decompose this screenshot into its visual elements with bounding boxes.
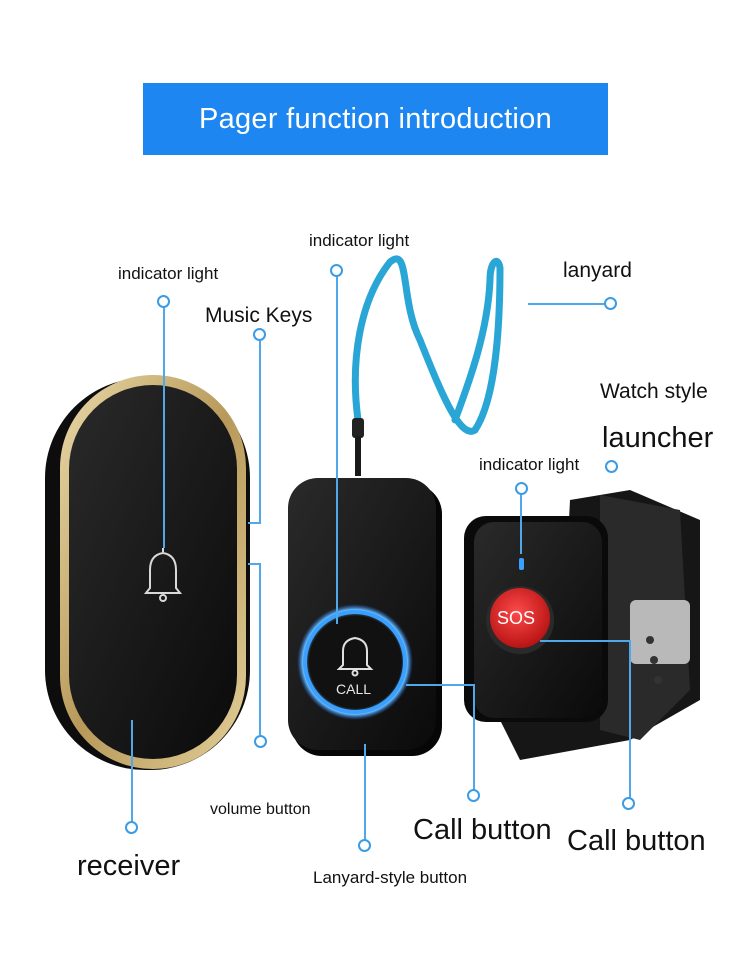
leader-lanyard — [528, 303, 604, 305]
callout-receiver-indicator — [157, 295, 170, 308]
leader-receiver — [131, 720, 133, 822]
label-volume-button: volume button — [210, 801, 311, 818]
leader-call-watch-v — [629, 640, 631, 800]
lanyard-cord — [355, 436, 361, 476]
callout-watch-launcher — [605, 460, 618, 473]
label-call-button-watch: Call button — [567, 825, 706, 857]
callout-call-watch — [622, 797, 635, 810]
watch-buckle — [630, 600, 690, 664]
callout-lanyard-button — [358, 839, 371, 852]
banner-title: Pager function introduction — [198, 102, 553, 135]
receiver-device — [45, 375, 250, 770]
watch-sos-text: SOS — [497, 608, 536, 628]
lanyard-clip — [352, 418, 364, 438]
callout-music-keys — [253, 328, 266, 341]
label-lanyard-button: Lanyard-style button — [313, 868, 468, 887]
sos-button — [490, 588, 550, 648]
label-music-keys: Music Keys — [205, 304, 313, 327]
pendant-call-text: CALL — [336, 681, 372, 697]
label-pendant-indicator: indicator light — [309, 231, 410, 250]
callout-volume — [254, 735, 267, 748]
leader-lanyard-button — [364, 744, 366, 840]
leader-volume — [259, 563, 261, 735]
leader-pendant-indicator — [336, 276, 338, 624]
callout-pendant-indicator — [330, 264, 343, 277]
receiver-bell-icon — [143, 548, 183, 602]
callout-receiver — [125, 821, 138, 834]
leader-watch-indicator — [520, 494, 522, 554]
label-receiver-indicator: indicator light — [118, 264, 219, 283]
label-watch-style: Watch style — [600, 380, 708, 403]
label-launcher: launcher — [602, 422, 714, 454]
callout-lanyard — [604, 297, 617, 310]
leader-music-keys-h — [248, 522, 261, 524]
label-lanyard: lanyard — [563, 259, 632, 282]
leader-receiver-indicator — [163, 306, 165, 548]
leader-call-pendant-h — [406, 684, 474, 686]
watch-device — [464, 490, 700, 760]
label-call-button-pendant: Call button — [413, 814, 552, 846]
label-receiver: receiver — [77, 850, 181, 882]
lanyard-strap — [351, 255, 504, 435]
leader-volume-h — [248, 563, 261, 565]
pendant-bell-icon — [336, 636, 374, 677]
leader-music-keys — [259, 339, 261, 523]
label-watch-indicator: indicator light — [479, 455, 580, 474]
leader-call-watch-h — [540, 640, 630, 642]
leader-call-pendant-v — [473, 684, 475, 790]
callout-watch-indicator — [515, 482, 528, 495]
callout-call-pendant — [467, 789, 480, 802]
title-banner: Pager function introduction — [143, 83, 608, 155]
watch-indicator-led — [519, 558, 524, 570]
pendant-device — [288, 478, 442, 756]
